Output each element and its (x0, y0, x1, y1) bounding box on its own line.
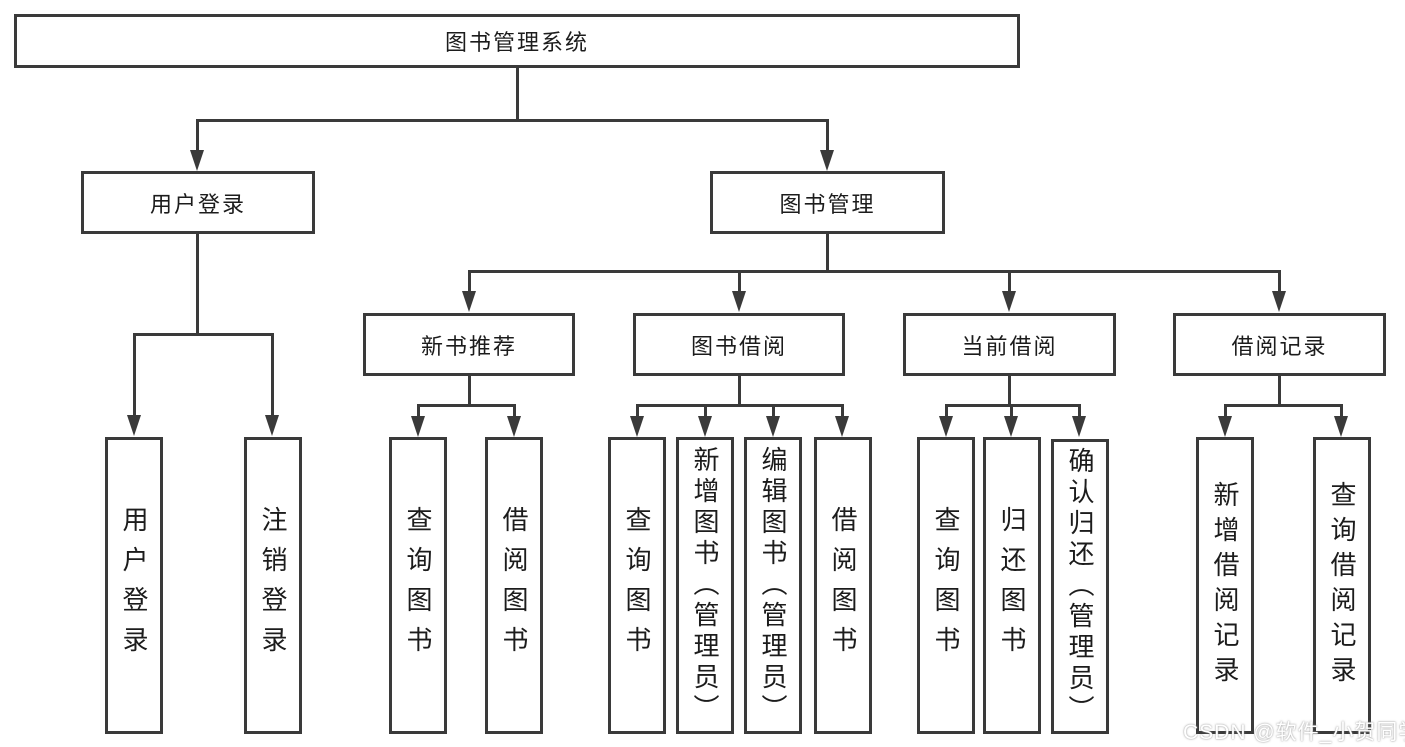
connector-line (1078, 404, 1081, 418)
node-label: 当前借阅 (961, 333, 1058, 359)
arrow-down-icon (507, 416, 521, 437)
arrow-down-icon (820, 150, 834, 171)
node-new-book-recommend: 新书推荐 (363, 313, 575, 376)
node-label: 借阅图书 (499, 505, 529, 666)
node-label: 新增图书（管理员） (690, 446, 720, 725)
connector-line (738, 270, 741, 294)
leaf-query-books-recommend: 查询图书 (389, 437, 447, 734)
arrow-down-icon (1272, 291, 1286, 312)
arrow-down-icon (1002, 291, 1016, 312)
arrow-down-icon (411, 416, 425, 437)
node-label: 新增借阅记录 (1210, 480, 1240, 691)
connector-line (1010, 404, 1013, 418)
node-label: 借阅图书 (828, 505, 858, 666)
node-label: 查询借阅记录 (1327, 480, 1357, 691)
arrow-down-icon (835, 416, 849, 437)
connector-line (516, 68, 519, 121)
arrow-down-icon (1334, 416, 1348, 437)
arrow-down-icon (1072, 416, 1086, 437)
node-user-login: 用户登录 (81, 171, 315, 234)
node-label: 查询图书 (622, 505, 652, 666)
leaf-confirm-return-admin: 确认归还（管理员） (1051, 439, 1109, 734)
connector-line (1008, 376, 1011, 406)
node-label: 图书借阅 (690, 333, 787, 359)
leaf-add-book-admin: 新增图书（管理员） (676, 437, 734, 734)
connector-line (468, 270, 1280, 273)
node-current-borrowing: 当前借阅 (903, 313, 1116, 376)
connector-line (1224, 404, 1343, 407)
node-book-management: 图书管理 (710, 171, 945, 234)
connector-line (417, 404, 420, 418)
connector-line (1278, 376, 1281, 406)
connector-line (196, 119, 199, 152)
leaf-logout: 注销登录 (244, 437, 302, 734)
connector-line (772, 404, 775, 418)
node-label: 注销登录 (258, 505, 288, 666)
connector-line (133, 333, 136, 417)
node-label: 用户登录 (149, 191, 246, 217)
arrow-down-icon (939, 416, 953, 437)
node-label: 用户登录 (119, 505, 149, 666)
leaf-borrow-books-recommend: 借阅图书 (485, 437, 543, 734)
connector-line (271, 333, 274, 417)
node-label: 查询图书 (403, 505, 433, 666)
connector-line (417, 404, 516, 407)
node-label: 借阅记录 (1231, 333, 1328, 359)
node-label: 查询图书 (931, 505, 961, 666)
connector-line (133, 333, 274, 336)
connector-line (704, 404, 707, 418)
node-label: 新书推荐 (420, 333, 517, 359)
connector-line (468, 270, 471, 294)
csdn-watermark: CSDN @软件_小贺同学 (1183, 721, 1405, 744)
connector-line (826, 119, 829, 152)
node-label: 归还图书 (997, 505, 1027, 666)
leaf-query-borrow-record: 查询借阅记录 (1313, 437, 1371, 734)
node-label: 确认归还（管理员） (1065, 447, 1095, 726)
connector-line (1340, 404, 1343, 418)
node-library-management-system: 图书管理系统 (14, 14, 1020, 68)
connector-line (1008, 270, 1011, 294)
node-borrow-records: 借阅记录 (1173, 313, 1386, 376)
connector-line (468, 376, 471, 406)
arrow-down-icon (127, 415, 141, 436)
arrow-down-icon (462, 291, 476, 312)
connector-line (196, 234, 199, 336)
node-label: 编辑图书（管理员） (758, 446, 788, 725)
arrow-down-icon (1004, 416, 1018, 437)
leaf-borrow-books-borrowing: 借阅图书 (814, 437, 872, 734)
connector-line (1278, 270, 1281, 294)
leaf-edit-book-admin: 编辑图书（管理员） (744, 437, 802, 734)
connector-line (513, 404, 516, 418)
node-book-borrowing: 图书借阅 (633, 313, 845, 376)
connector-line (196, 119, 829, 122)
connector-line (738, 376, 741, 406)
connector-line (826, 234, 829, 273)
arrow-down-icon (698, 416, 712, 437)
arrow-down-icon (1218, 416, 1232, 437)
arrow-down-icon (190, 150, 204, 171)
connector-line (841, 404, 844, 418)
leaf-query-books-borrowing: 查询图书 (608, 437, 666, 734)
connector-line (636, 404, 639, 418)
arrow-down-icon (630, 416, 644, 437)
arrow-down-icon (732, 291, 746, 312)
leaf-return-books: 归还图书 (983, 437, 1041, 734)
connector-line (945, 404, 1081, 407)
arrow-down-icon (766, 416, 780, 437)
leaf-user-login: 用户登录 (105, 437, 163, 734)
arrow-down-icon (265, 415, 279, 436)
leaf-add-borrow-record: 新增借阅记录 (1196, 437, 1254, 734)
connector-line (1224, 404, 1227, 418)
node-label: 图书管理 (779, 191, 876, 217)
connector-line (945, 404, 948, 418)
connector-line (636, 404, 844, 407)
leaf-query-books-current: 查询图书 (917, 437, 975, 734)
node-label: 图书管理系统 (444, 30, 589, 55)
